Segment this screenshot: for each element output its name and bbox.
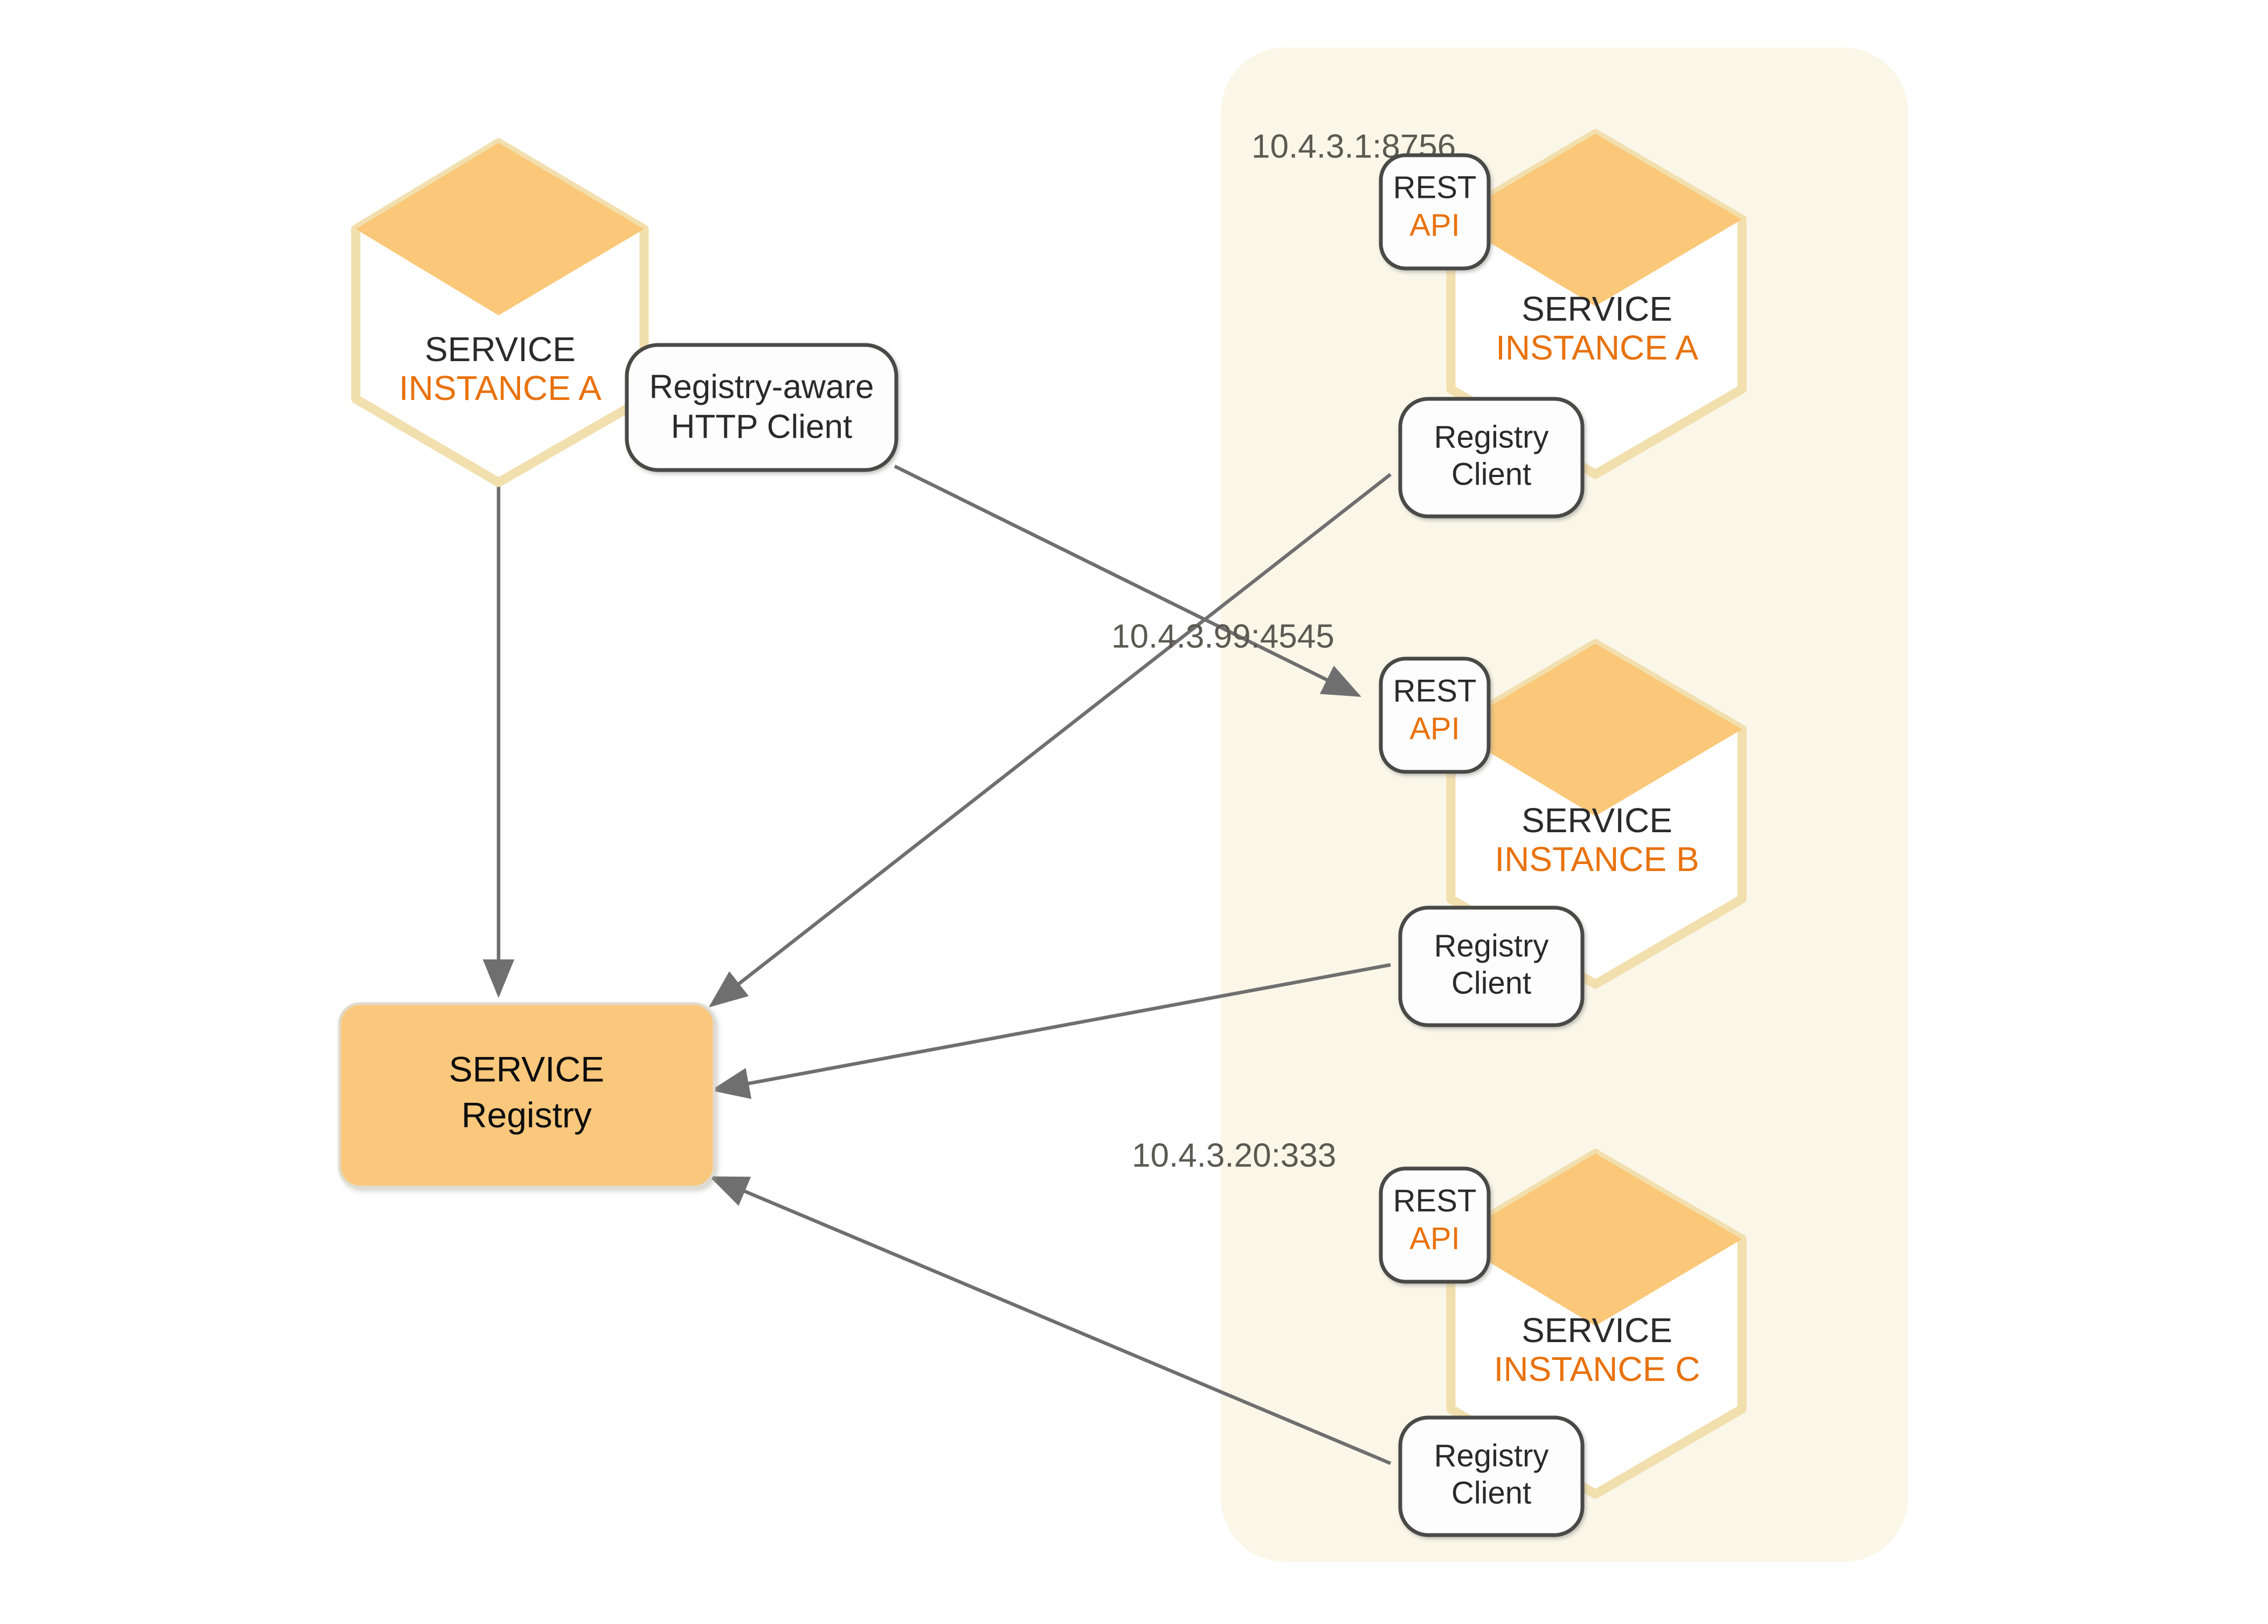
rest-api-c-line1: REST — [1393, 1183, 1477, 1218]
instance-b-hex-line2: INSTANCE B — [1495, 840, 1699, 879]
registry-aware-http-client[interactable]: Registry-aware HTTP Client — [625, 343, 898, 472]
http-client-box — [625, 343, 898, 472]
address-label-instance-c: 10.4.3.20:333 — [1132, 1137, 1336, 1174]
registry-client-instance-a[interactable]: Registry Client — [1398, 397, 1585, 519]
instance-c-hexagon-roof — [1451, 1153, 1742, 1326]
registry-client-instance-b[interactable]: Registry Client — [1398, 906, 1585, 1027]
instance-c-hex-line1: SERVICE — [1522, 1311, 1672, 1350]
instance-b-hex-line1: SERVICE — [1522, 801, 1672, 840]
client-hexagon-line2: INSTANCE A — [399, 369, 601, 407]
rest-api-instance-c[interactable]: REST API — [1379, 1166, 1491, 1284]
instance-a-hexagon[interactable]: SERVICE INSTANCE A — [1446, 129, 1747, 479]
instance-a-hexagon-roof — [1451, 134, 1742, 306]
rest-api-b-line1: REST — [1393, 673, 1477, 708]
http-client-line1: Registry-aware — [649, 368, 874, 405]
registry-client-a-box — [1398, 397, 1585, 519]
instance-c-hex-line2: INSTANCE C — [1494, 1350, 1700, 1388]
service-registry-box[interactable]: SERVICE Registry — [338, 1002, 716, 1188]
address-label-instance-b: 10.4.3.99:4545 — [1111, 618, 1334, 655]
registry-client-instance-c[interactable]: Registry Client — [1398, 1415, 1585, 1537]
instance-a-hex-line1: SERVICE — [1522, 289, 1672, 328]
rest-api-b-line2: API — [1409, 711, 1460, 746]
service-registry-line2: Registry — [461, 1095, 592, 1135]
registry-client-a-line2: Client — [1451, 457, 1531, 492]
arrow-httpclient-to-rest-b — [894, 465, 1361, 697]
rest-api-b-box — [1379, 656, 1491, 774]
client-hexagon-line1: SERVICE — [425, 330, 576, 369]
rest-api-a-box — [1379, 153, 1491, 271]
registry-client-c-line1: Registry — [1434, 1438, 1549, 1473]
service-instance-b[interactable]: 10.4.3.99:4545 SERVICE INSTANCE B REST A… — [1111, 618, 1747, 1027]
arrow-regclient-c-to-registry — [709, 1176, 1392, 1465]
registry-client-b-line1: Registry — [1434, 928, 1549, 963]
service-registry-line1: SERVICE — [449, 1049, 605, 1089]
registry-client-c-line2: Client — [1451, 1475, 1531, 1510]
rest-api-instance-b[interactable]: REST API — [1379, 656, 1491, 774]
client-hexagon-roof — [356, 143, 644, 315]
rest-api-a-line2: API — [1409, 208, 1460, 243]
arrow-regclient-b-to-registry — [710, 963, 1391, 1099]
rest-api-instance-a[interactable]: REST API — [1379, 153, 1491, 271]
rest-api-c-box — [1379, 1166, 1491, 1284]
instance-b-hexagon-roof — [1451, 644, 1742, 816]
registry-client-c-box — [1398, 1415, 1585, 1537]
rest-api-c-line2: API — [1409, 1221, 1460, 1256]
service-registry-rect — [338, 1002, 716, 1188]
instance-a-hex-line2: INSTANCE A — [1496, 328, 1698, 367]
http-client-line2: HTTP Client — [671, 408, 853, 445]
rest-api-a-line1: REST — [1393, 170, 1477, 205]
client-service-hexagon[interactable]: SERVICE INSTANCE A — [351, 138, 649, 487]
instance-c-hexagon[interactable]: SERVICE INSTANCE C — [1446, 1149, 1747, 1499]
registry-client-a-line1: Registry — [1434, 419, 1549, 454]
service-instance-c[interactable]: 10.4.3.20:333 SERVICE INSTANCE C REST AP… — [1132, 1137, 1747, 1537]
arrow-regclient-a-to-registry — [708, 473, 1392, 1008]
registry-client-b-line2: Client — [1451, 965, 1531, 1000]
service-instance-a[interactable]: 10.4.3.1:8756 SERVICE INSTANCE A REST AP… — [1251, 128, 1747, 519]
registry-client-b-box — [1398, 906, 1585, 1027]
connection-arrows — [482, 465, 1392, 1465]
